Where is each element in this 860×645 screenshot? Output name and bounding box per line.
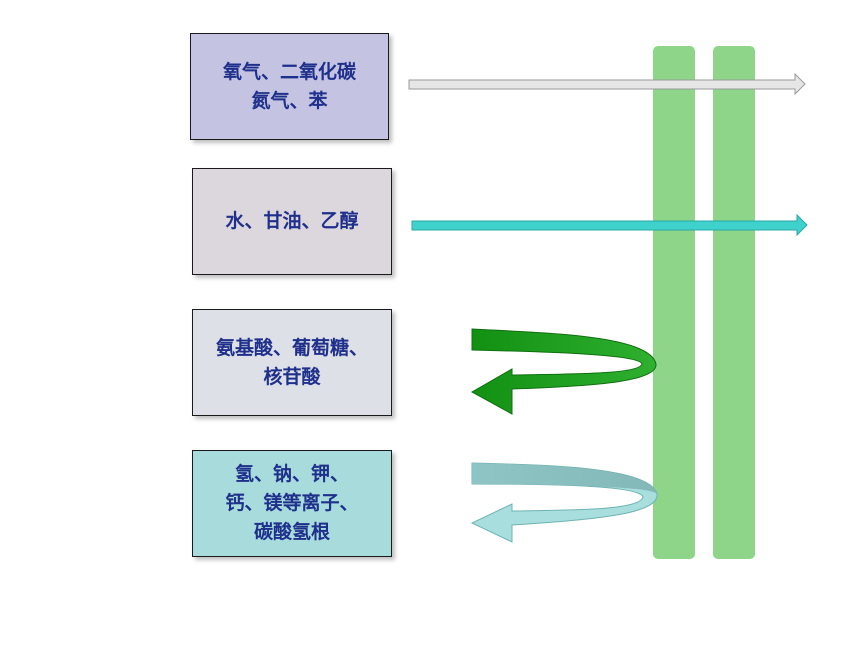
substance-text-line: 氢、钠、钾、 — [234, 463, 349, 485]
substance-text-line: 氧气、二氧化碳 — [222, 60, 356, 83]
arrow-water-pass-through — [411, 213, 808, 237]
substance-box-gases: 氧气、二氧化碳 氮气、苯 — [190, 33, 389, 140]
membrane-band-outer — [653, 46, 695, 559]
substance-text-line: 氨基酸、葡萄糖、 — [215, 336, 368, 359]
substance-text-line: 核苷酸 — [263, 365, 321, 388]
arrow-ion-upper-shade — [472, 463, 657, 494]
arrow-gas-pass-through — [408, 72, 806, 96]
substance-box-small-polar: 水、甘油、乙醇 — [192, 168, 392, 275]
arrow-organic-blocked-back — [470, 328, 657, 415]
substance-text-line: 钙、镁等离子、 — [225, 492, 359, 514]
membrane-band-inner — [713, 46, 755, 559]
substance-box-organic-molecules: 氨基酸、葡萄糖、 核苷酸 — [192, 309, 392, 416]
substance-text-line: 氮气、苯 — [251, 89, 328, 112]
substance-text-line: 碳酸氢根 — [253, 521, 330, 543]
substance-box-ions: 氢、钠、钾、 钙、镁等离子、 碳酸氢根 — [192, 450, 392, 557]
substance-text-line: 水、甘油、乙醇 — [225, 210, 359, 232]
